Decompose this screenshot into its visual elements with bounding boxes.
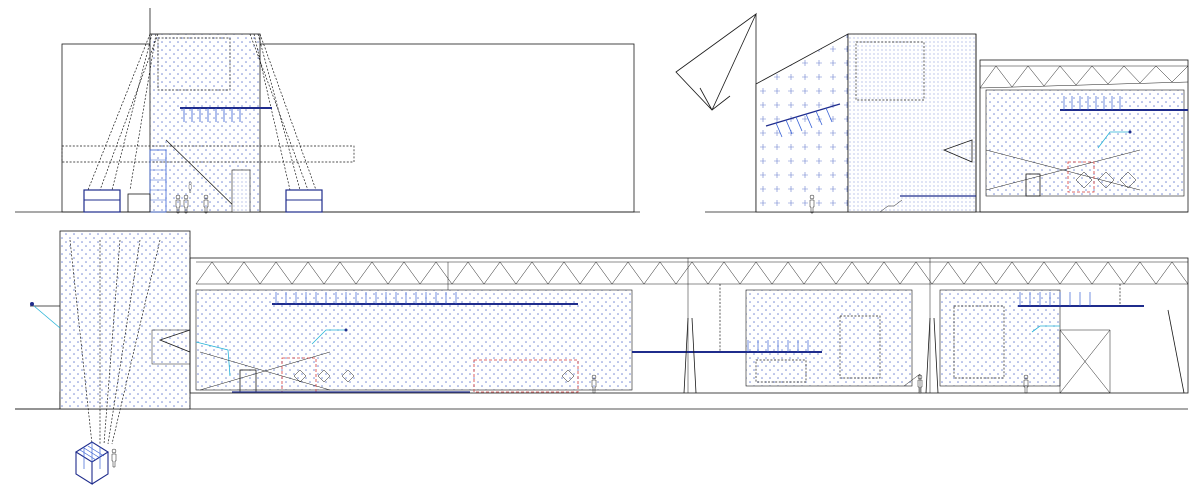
long-section-view — [15, 230, 1189, 445]
tension-cables — [87, 33, 317, 191]
sail-flag — [675, 12, 757, 111]
hall-louvres — [1060, 96, 1188, 111]
louvre-array — [180, 107, 272, 122]
tension-cables — [69, 239, 161, 445]
planter-boxes — [83, 189, 323, 213]
long-louvres — [272, 292, 1144, 353]
hall-details — [879, 139, 1141, 213]
wall-panel-3 — [939, 289, 1061, 387]
tower-fine-pattern — [847, 33, 977, 213]
diagonal-louvres — [765, 103, 841, 138]
building-outline — [61, 43, 635, 213]
isometric-detail-view — [74, 441, 117, 485]
hall-wall-pattern — [985, 89, 1185, 197]
tower-patterned — [59, 230, 191, 410]
light-fixture — [1097, 131, 1130, 149]
tower-cross-pattern — [755, 33, 849, 213]
roof-truss — [979, 65, 1189, 89]
wall-panel-2 — [745, 289, 913, 387]
side-elevation-view — [675, 12, 1189, 214]
wall-panel-1 — [195, 289, 633, 391]
canopy-band-dashed — [61, 145, 355, 163]
tower-opening-dashed — [157, 37, 231, 91]
front-elevation-view — [15, 8, 640, 214]
long-hall-outline — [189, 257, 1189, 394]
cantilever-arm — [30, 302, 61, 329]
tower-opening-dashed — [855, 41, 925, 101]
stair-ladder — [149, 139, 251, 213]
hall-outline — [979, 59, 1189, 213]
long-hall-details — [151, 284, 1185, 394]
